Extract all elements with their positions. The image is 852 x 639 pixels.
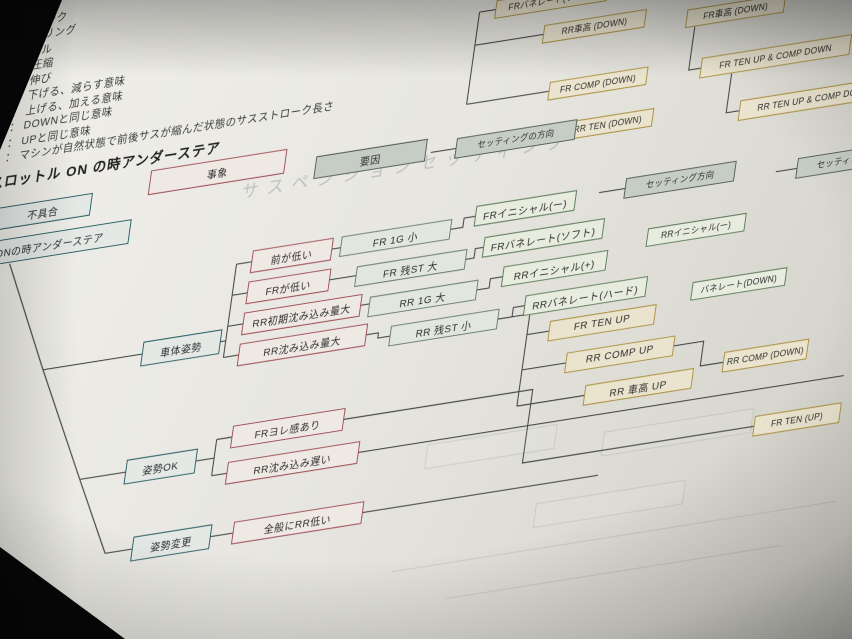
- paper-sheet: サスペンションセッティング ア トローク スプリング オイル ： 圧縮 ： 伸び…: [0, 0, 852, 639]
- photographed-flowchart-sheet: サスペンションセッティング ア トローク スプリング オイル ： 圧縮 ： 伸び…: [0, 0, 852, 639]
